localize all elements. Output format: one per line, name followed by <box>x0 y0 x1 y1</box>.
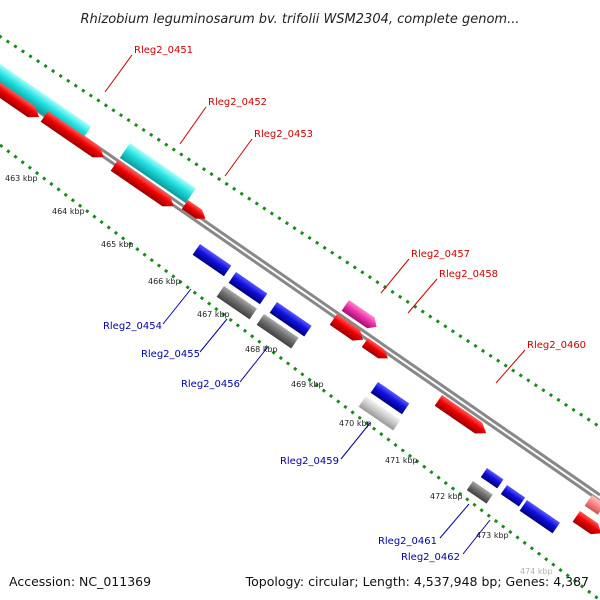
gene-arrow-reverse[interactable] <box>192 244 232 277</box>
rrna-feature[interactable] <box>0 50 92 142</box>
gene-arrow-forward[interactable] <box>361 338 391 363</box>
gene-arrow-reverse[interactable] <box>228 272 268 305</box>
gene-leader-line <box>179 106 207 145</box>
kbp-tick-label: 470 kbp <box>339 419 372 428</box>
accession-text: Accession: NC_011369 <box>9 574 151 589</box>
label-leader-lines <box>104 54 526 555</box>
gene-lightpink-arrow[interactable] <box>584 495 600 515</box>
rrna-feature[interactable] <box>119 143 196 204</box>
gc-track-inner <box>0 143 600 600</box>
gene-label[interactable]: Rleg2_0461 <box>378 536 437 547</box>
gene-label[interactable]: Rleg2_0453 <box>254 129 313 140</box>
gene-arrow-forward[interactable] <box>434 395 490 439</box>
gene-label[interactable]: Rleg2_0460 <box>527 340 586 351</box>
gene-leader-line <box>407 278 438 314</box>
kbp-tick-labels: 463 kbp 464 kbp 465 kbp 466 kbp 467 kbp 468 k… <box>5 174 553 576</box>
gene-label[interactable]: Rleg2_0457 <box>411 249 470 260</box>
gene-label-layer: Rleg2_0451Rleg2_0452Rleg2_0453Rleg2_0457… <box>103 45 586 563</box>
gene-leader-line <box>224 138 253 177</box>
gene-label[interactable]: Rleg2_0454 <box>103 321 162 332</box>
gene-leader-line <box>462 519 491 555</box>
kbp-tick-label: 473 kbp <box>476 531 509 540</box>
gene-pink-arrow[interactable] <box>341 300 381 332</box>
gene-leader-line <box>104 54 133 93</box>
genome-summary-text: Topology: circular; Length: 4,537,948 bp… <box>245 574 589 589</box>
gene-leader-line <box>439 503 470 539</box>
gene-lightgray-arrow[interactable] <box>358 396 401 431</box>
gene-arrow-forward[interactable] <box>40 111 108 162</box>
gc-track-outer <box>0 34 600 429</box>
gene-leader-line <box>340 422 371 460</box>
kbp-tick-label: 468 kbp <box>245 345 278 354</box>
feature-track <box>0 50 600 539</box>
gene-arrow-forward[interactable] <box>329 314 367 345</box>
gene-gray-arrow[interactable] <box>466 481 493 504</box>
gene-label[interactable]: Rleg2_0458 <box>439 269 498 280</box>
gene-label[interactable]: Rleg2_0452 <box>208 97 267 108</box>
gene-leader-line <box>239 347 268 383</box>
kbp-tick-label: 465 kbp <box>101 240 134 249</box>
gene-label[interactable]: Rleg2_0456 <box>181 379 240 390</box>
gene-gray-arrow[interactable] <box>216 286 257 320</box>
gene-leader-line <box>199 318 228 353</box>
gene-arrow-reverse[interactable] <box>480 468 504 489</box>
gene-arrow-reverse[interactable] <box>370 382 410 415</box>
kbp-tick-label: 469 kbp <box>291 380 324 389</box>
gene-leader-line <box>380 258 410 294</box>
map-title: Rhizobium leguminosarum bv. trifolii WSM… <box>81 12 520 27</box>
gene-label[interactable]: Rleg2_0462 <box>401 552 460 563</box>
kbp-tick-label: 463 kbp <box>5 174 38 183</box>
kbp-tick-label: 467 kbp <box>197 310 230 319</box>
gene-arrow-forward[interactable] <box>181 200 209 223</box>
gene-arrow-reverse[interactable] <box>500 485 526 507</box>
gene-gray-arrow[interactable] <box>256 314 299 349</box>
gene-label[interactable]: Rleg2_0451 <box>134 45 193 56</box>
kbp-tick-label: 474 kbp <box>520 567 553 576</box>
kbp-tick-label: 471 kbp <box>385 456 418 465</box>
gene-label[interactable]: Rleg2_0459 <box>280 456 339 467</box>
gene-leader-line <box>162 288 192 325</box>
kbp-tick-label: 472 kbp <box>430 492 463 501</box>
kbp-tick-label: 464 kbp <box>52 207 85 216</box>
gc-content-track <box>0 34 600 600</box>
gene-arrow-reverse[interactable] <box>269 302 312 337</box>
kbp-tick-label: 466 kbp <box>148 277 181 286</box>
gene-arrow-forward[interactable] <box>110 160 178 211</box>
gene-arrow-forward[interactable] <box>572 511 600 539</box>
gene-arrow-forward[interactable] <box>0 72 43 122</box>
gene-arrow-reverse[interactable] <box>519 500 560 534</box>
gene-label[interactable]: Rleg2_0455 <box>141 349 200 360</box>
gene-leader-line <box>495 349 526 384</box>
